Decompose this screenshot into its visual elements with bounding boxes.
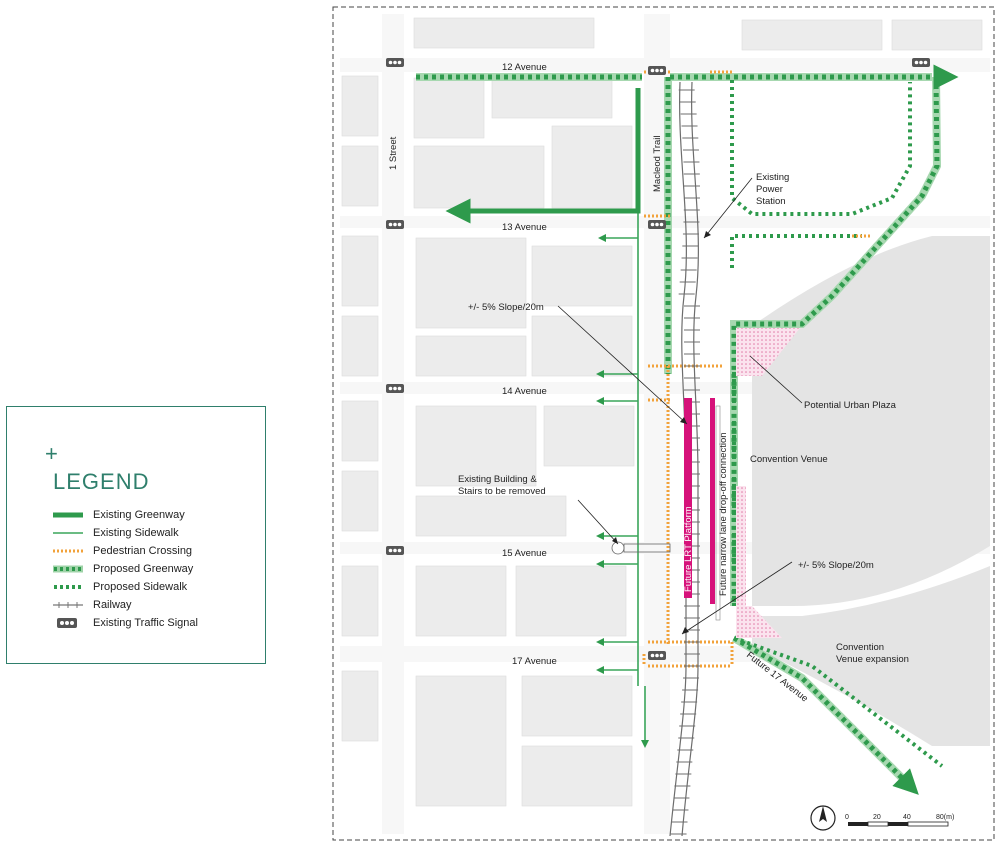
legend-label: Pedestrian Crossing (93, 545, 193, 557)
existing-greenway (445, 88, 641, 224)
street-label-15-avenue: 15 Avenue (502, 548, 547, 559)
building-blocks (341, 17, 983, 807)
annotation-building-removed: Stairs to be removed (458, 486, 546, 497)
north-arrow-icon (810, 805, 836, 831)
traffic-signal-icon (912, 58, 930, 67)
scale-bar: 0 20 40 80(m) (845, 814, 954, 827)
legend-item-proposed-greenway: Proposed Greenway (53, 561, 193, 577)
plus-icon: + (45, 441, 58, 466)
railway-swatch (53, 602, 83, 608)
traffic-signal-icon (386, 58, 404, 67)
annotation-power-station: Station (756, 196, 786, 207)
stairs-to-remove (611, 541, 671, 555)
legend-item-pedestrian-crossing: Pedestrian Crossing (53, 543, 192, 559)
legend-title: LEGEND (53, 469, 150, 494)
street-label-12-avenue: 12 Avenue (502, 62, 547, 73)
street-label-13-avenue: 13 Avenue (502, 222, 547, 233)
annotation-power-station: Existing (756, 172, 789, 183)
scale-tick: 0 (845, 814, 849, 821)
legend-item-existing-sidewalk: Existing Sidewalk (53, 525, 179, 541)
legend-label: Existing Greenway (93, 509, 185, 521)
scale-tick: 40 (903, 814, 911, 821)
annotation-convention-expansion: Venue expansion (836, 654, 909, 665)
traffic-signal-icon (648, 220, 666, 229)
leader-lines (557, 177, 803, 635)
annotation-slope-top: +/- 5% Slope/20m (468, 302, 544, 313)
traffic-signal-icon (386, 384, 404, 393)
dropoff-outline (715, 405, 721, 621)
annotation-urban-plaza: Potential Urban Plaza (804, 400, 897, 411)
traffic-signal-icon (648, 651, 666, 660)
urban-plaza-hatch (736, 328, 800, 638)
dropoff-lane (710, 398, 715, 604)
site-map: 12 Avenue 13 Avenue 14 Avenue 15 Avenue … (332, 6, 995, 841)
annotation-power-station: Power (756, 184, 783, 195)
legend-item-traffic-signal: Existing Traffic Signal (53, 615, 198, 631)
annotation-convention-venue: Convention Venue (750, 454, 828, 465)
existing-sidewalks (596, 234, 638, 674)
leader-arrowheads (612, 231, 711, 634)
proposed-sidewalk (730, 80, 944, 768)
scale-tick: 80(m) (936, 814, 954, 821)
traffic-signal-icon (648, 66, 666, 75)
traffic-signals (386, 58, 930, 660)
annotation-convention-expansion: Convention (836, 642, 884, 653)
pedestrian-crossing-swatch (53, 549, 83, 553)
street-label-14-avenue: 14 Avenue (502, 386, 547, 397)
legend-label: Proposed Greenway (93, 563, 194, 575)
proposed-greenway (416, 64, 959, 795)
proposed-greenway-swatch (53, 565, 83, 573)
proposed-sidewalk-swatch (54, 585, 83, 589)
annotation-slope-bottom: +/- 5% Slope/20m (798, 560, 874, 571)
traffic-signal-icon (386, 220, 404, 229)
traffic-signal-icon (57, 618, 77, 628)
street-label-17-avenue: 17 Avenue (512, 656, 557, 667)
legend-label: Existing Sidewalk (93, 527, 179, 539)
scale-tick: 20 (873, 814, 881, 821)
annotation-building-removed: Existing Building & (458, 474, 537, 485)
legend-item-existing-greenway: Existing Greenway (53, 507, 185, 523)
legend-item-proposed-sidewalk: Proposed Sidewalk (53, 579, 187, 595)
legend-item-railway: Railway (53, 597, 132, 613)
existing-greenway-swatch (53, 512, 83, 518)
street-label-macleod-trail: Macleod Trail (652, 136, 663, 193)
traffic-signal-icon (386, 546, 404, 555)
legend-label: Proposed Sidewalk (93, 581, 188, 593)
convention-venue-block (752, 236, 990, 746)
existing-sidewalk-swatch (53, 532, 83, 534)
annotation-lrt-platform: Future LRT Platform (683, 506, 694, 592)
legend-panel: + LEGEND Existing Greenway Existing Side… (6, 406, 266, 664)
legend-label: Existing Traffic Signal (93, 617, 198, 629)
legend-label: Railway (93, 599, 132, 611)
lrt-platform (684, 398, 692, 598)
annotation-dropoff-connection: Future narrow lane drop-off connection (718, 432, 729, 596)
street-label-1-street: 1 Street (388, 136, 399, 170)
